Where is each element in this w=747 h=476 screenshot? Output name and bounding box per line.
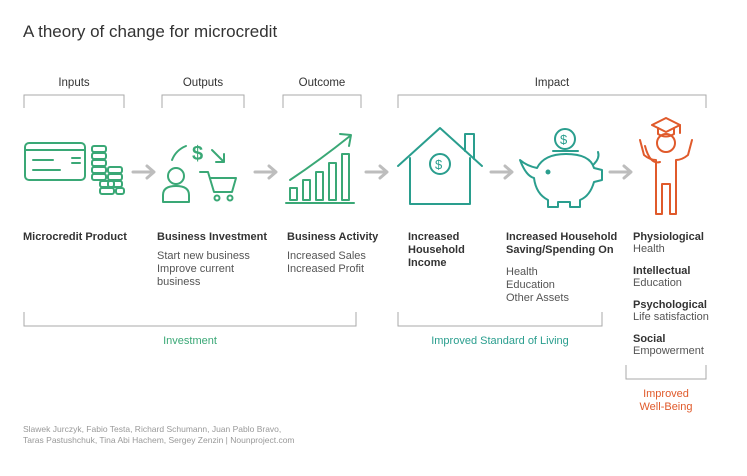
column-household-saving: Increased Household Saving/Spending On H… — [506, 231, 617, 305]
svg-text:$: $ — [560, 132, 568, 147]
arrow-icon — [253, 164, 278, 180]
saving-line: Health — [506, 266, 538, 278]
income-title-line: Income — [408, 257, 447, 269]
column-business-activity: Business Activity Increased Sales Increa… — [287, 231, 378, 276]
column-business-investment: Business Investment Start new business I… — [157, 231, 267, 289]
bracket-wellbeing — [625, 365, 707, 380]
graduate-person-icon — [639, 117, 693, 215]
arrow-icon — [131, 164, 156, 180]
wellbeing-sub: Health — [633, 243, 665, 255]
stage-label-outcome: Outcome — [298, 77, 346, 89]
investment-line: Improve current — [157, 263, 235, 275]
bracket-investment — [23, 312, 357, 327]
diagram-title: A theory of change for microcredit — [23, 22, 278, 41]
wellbeing-group-line: Improved — [643, 388, 689, 400]
activity-line: Increased Sales — [287, 250, 366, 262]
bracket-outputs — [161, 94, 245, 108]
wellbeing-title: Social — [633, 333, 666, 345]
wellbeing-title: Intellectual — [633, 265, 691, 277]
wellbeing-title: Physiological — [633, 231, 704, 243]
growth-chart-icon — [285, 133, 355, 204]
bracket-standard — [397, 312, 603, 327]
credits-line: Taras Pastushchuk, Tina Abi Hachem, Serg… — [23, 435, 295, 445]
investment-line: business — [157, 276, 201, 288]
activity-title: Business Activity — [287, 231, 379, 243]
group-label-investment: Investment — [163, 335, 217, 347]
wellbeing-title: Psychological — [633, 299, 707, 311]
wellbeing-group-line: Well-Being — [639, 401, 693, 413]
arrow-icon — [489, 164, 514, 180]
saving-title-line: Saving/Spending On — [506, 244, 614, 256]
business-investment-icon: $ — [162, 143, 237, 203]
bracket-impact — [397, 94, 707, 108]
column-microcredit-product: Microcredit Product — [23, 231, 127, 243]
wellbeing-sub: Life satisfaction — [633, 311, 709, 323]
svg-text:$: $ — [435, 157, 443, 172]
house-icon: $ — [397, 127, 483, 205]
group-label-wellbeing: Improved Well-Being — [616, 388, 716, 414]
saving-line: Other Assets — [506, 292, 569, 304]
saving-line: Education — [506, 279, 555, 291]
arrow-icon — [608, 164, 633, 180]
product-title: Microcredit Product — [23, 231, 127, 243]
activity-line: Increased Profit — [287, 263, 365, 275]
credits-footer: Slawek Jurczyk, Fabio Testa, Richard Sch… — [23, 424, 295, 446]
wellbeing-sub: Education — [633, 277, 682, 289]
income-title-line: Increased — [408, 231, 460, 243]
credits-line: Slawek Jurczyk, Fabio Testa, Richard Sch… — [23, 424, 282, 434]
investment-line: Start new business — [157, 250, 250, 262]
column-household-income: Increased Household Income — [408, 231, 465, 270]
column-wellbeing: Physiological Health Intellectual Educat… — [633, 231, 709, 358]
stage-label-outputs: Outputs — [182, 77, 224, 89]
piggy-bank-icon: $ — [519, 128, 603, 208]
stage-label-impact: Impact — [534, 77, 570, 89]
wellbeing-sub: Empowerment — [633, 345, 704, 357]
saving-title-line: Increased Household — [506, 231, 618, 243]
income-title-line: Household — [408, 244, 465, 256]
bracket-outcome — [282, 94, 362, 108]
bracket-inputs — [23, 94, 125, 108]
credit-card-coins-icon — [24, 142, 125, 195]
investment-title: Business Investment — [157, 231, 268, 243]
group-label-standard-of-living: Improved Standard of Living — [431, 335, 569, 347]
svg-text:$: $ — [192, 143, 203, 165]
stage-label-inputs: Inputs — [58, 77, 90, 89]
arrow-icon — [364, 164, 389, 180]
